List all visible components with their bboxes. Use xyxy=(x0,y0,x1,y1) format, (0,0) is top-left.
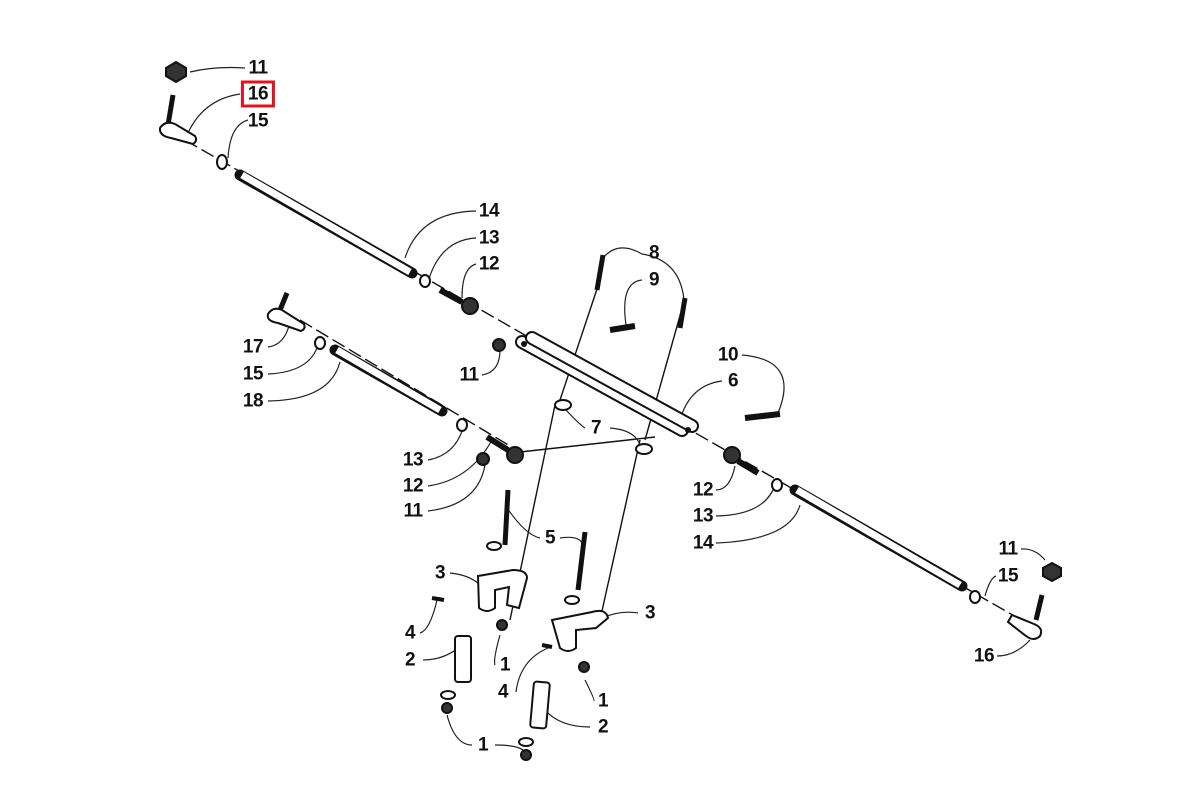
callout-label: 3 xyxy=(434,562,446,584)
callout-label: 2 xyxy=(404,649,416,671)
callout-label: 17 xyxy=(242,336,264,358)
callout-label: 2 xyxy=(597,716,609,738)
callout-label: 4 xyxy=(404,622,416,644)
callout-label: 1 xyxy=(597,690,609,712)
hardware xyxy=(158,60,1062,761)
callout-label: 13 xyxy=(402,449,424,471)
callout-label: 11 xyxy=(248,57,268,79)
tie-rods xyxy=(234,169,968,592)
callout-label: 4 xyxy=(497,681,509,703)
callout-label: 11 xyxy=(998,538,1018,560)
center-link xyxy=(515,331,699,437)
callout-label: 12 xyxy=(402,475,424,497)
callout-label: 12 xyxy=(692,479,714,501)
callout-label: 13 xyxy=(692,505,714,527)
callout-label: 11 xyxy=(459,364,479,386)
callout-label: 7 xyxy=(590,417,602,439)
callout-label: 5 xyxy=(544,527,556,549)
callout-label: 15 xyxy=(247,110,269,132)
callout-label: 14 xyxy=(692,532,714,554)
callout-label: 10 xyxy=(717,344,739,366)
callout-label: 14 xyxy=(478,200,500,222)
callout-label-highlighted: 16 xyxy=(240,80,276,108)
callout-label: 13 xyxy=(478,227,500,249)
callout-label: 15 xyxy=(242,363,264,385)
callout-label: 9 xyxy=(648,269,660,291)
callout-label: 11 xyxy=(403,500,423,522)
callout-label: 3 xyxy=(644,602,656,624)
callout-label: 8 xyxy=(648,242,660,264)
callout-label: 12 xyxy=(478,253,500,275)
callout-label: 16 xyxy=(973,645,995,667)
callout-label: 18 xyxy=(242,390,264,412)
callout-label: 1 xyxy=(499,654,511,676)
callout-label: 6 xyxy=(727,370,739,392)
leader-lines xyxy=(184,66,1046,753)
callout-label: 15 xyxy=(997,565,1019,587)
callout-label: 1 xyxy=(477,734,489,756)
